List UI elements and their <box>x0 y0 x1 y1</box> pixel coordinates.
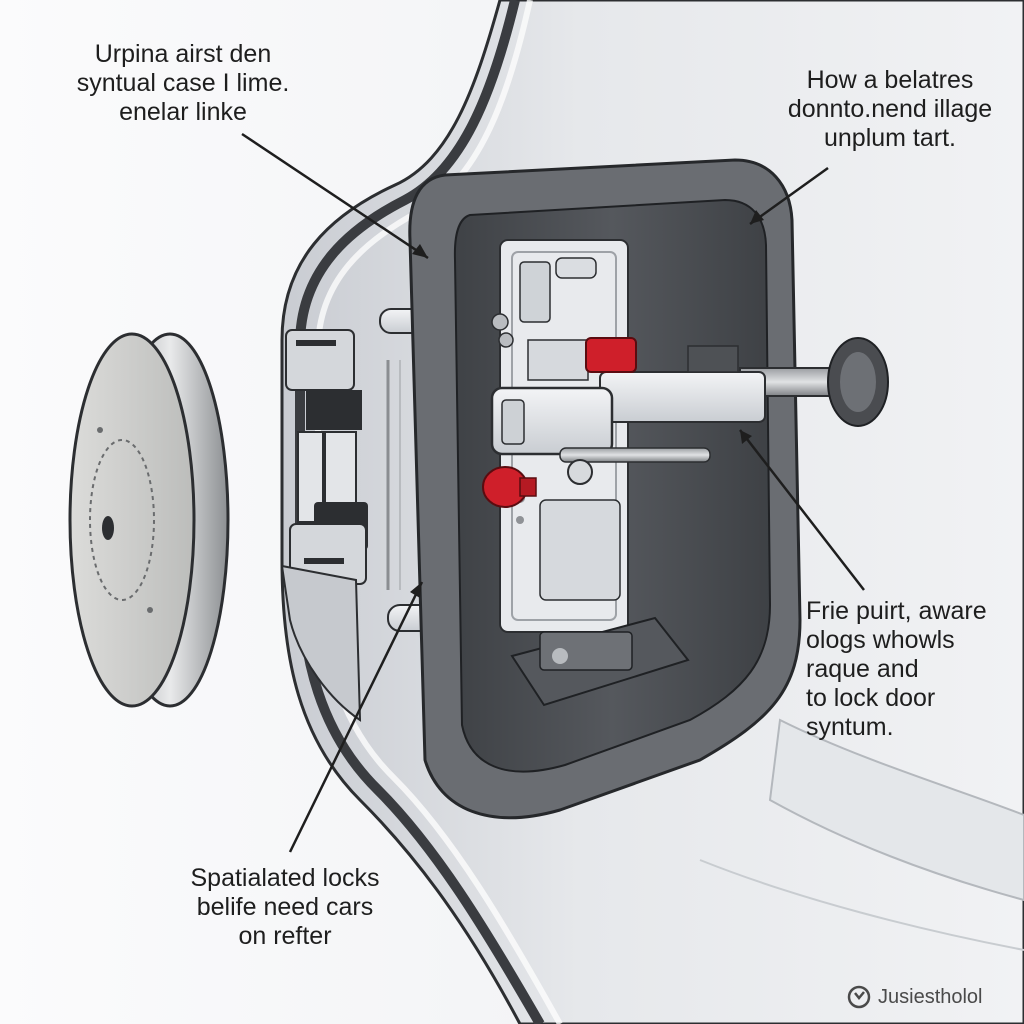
latch-column <box>280 329 368 722</box>
lower-tray <box>510 616 690 707</box>
callout-bottom: Spatialated locks belife need cars on re… <box>170 864 400 951</box>
callout-top-right: How a belatres donnto.nend illage unplum… <box>770 66 1010 153</box>
callout-line: How a belatres <box>806 66 974 94</box>
watermark-text: Jusiestholol <box>878 985 983 1008</box>
callout-line: on refter <box>238 922 332 950</box>
red-knob <box>482 466 537 508</box>
watermark-logo-icon <box>847 985 871 1009</box>
watermark: Jusiestholol <box>846 984 983 1010</box>
leader-line-mid-right <box>739 429 865 591</box>
callout-line: raque and <box>806 655 919 683</box>
callout-line: syntual case I lime. <box>76 69 290 97</box>
red-actuator-block <box>585 337 637 373</box>
actuator-assembly <box>490 337 889 485</box>
callout-line: enelar linke <box>119 98 247 126</box>
callout-line: unplum tart. <box>823 124 956 152</box>
callout-line: donnto.nend illage <box>787 95 993 123</box>
leader-arrowheads <box>410 210 764 598</box>
callout-top-left: Urpina airst den syntual case I lime. en… <box>48 40 318 127</box>
door-handle-recess <box>768 718 1024 902</box>
callout-line: belife need cars <box>196 893 374 921</box>
callout-line: Spatialated locks <box>190 864 380 892</box>
lock-cylinder-disk <box>68 332 230 708</box>
callout-line: syntum. <box>806 713 894 741</box>
leader-line-bottom <box>288 581 424 853</box>
callout-line: Urpina airst den <box>94 40 272 68</box>
callout-mid-right: Frie puirt, aware ologs whowls raque and… <box>806 597 987 742</box>
leader-lines <box>241 132 865 853</box>
leader-line-top-right <box>749 166 829 226</box>
leader-line-top-left <box>241 132 429 260</box>
callout-line: Frie puirt, aware <box>806 597 987 625</box>
callout-line: ologs whowls <box>806 626 955 654</box>
callout-line: to lock door <box>806 684 936 712</box>
